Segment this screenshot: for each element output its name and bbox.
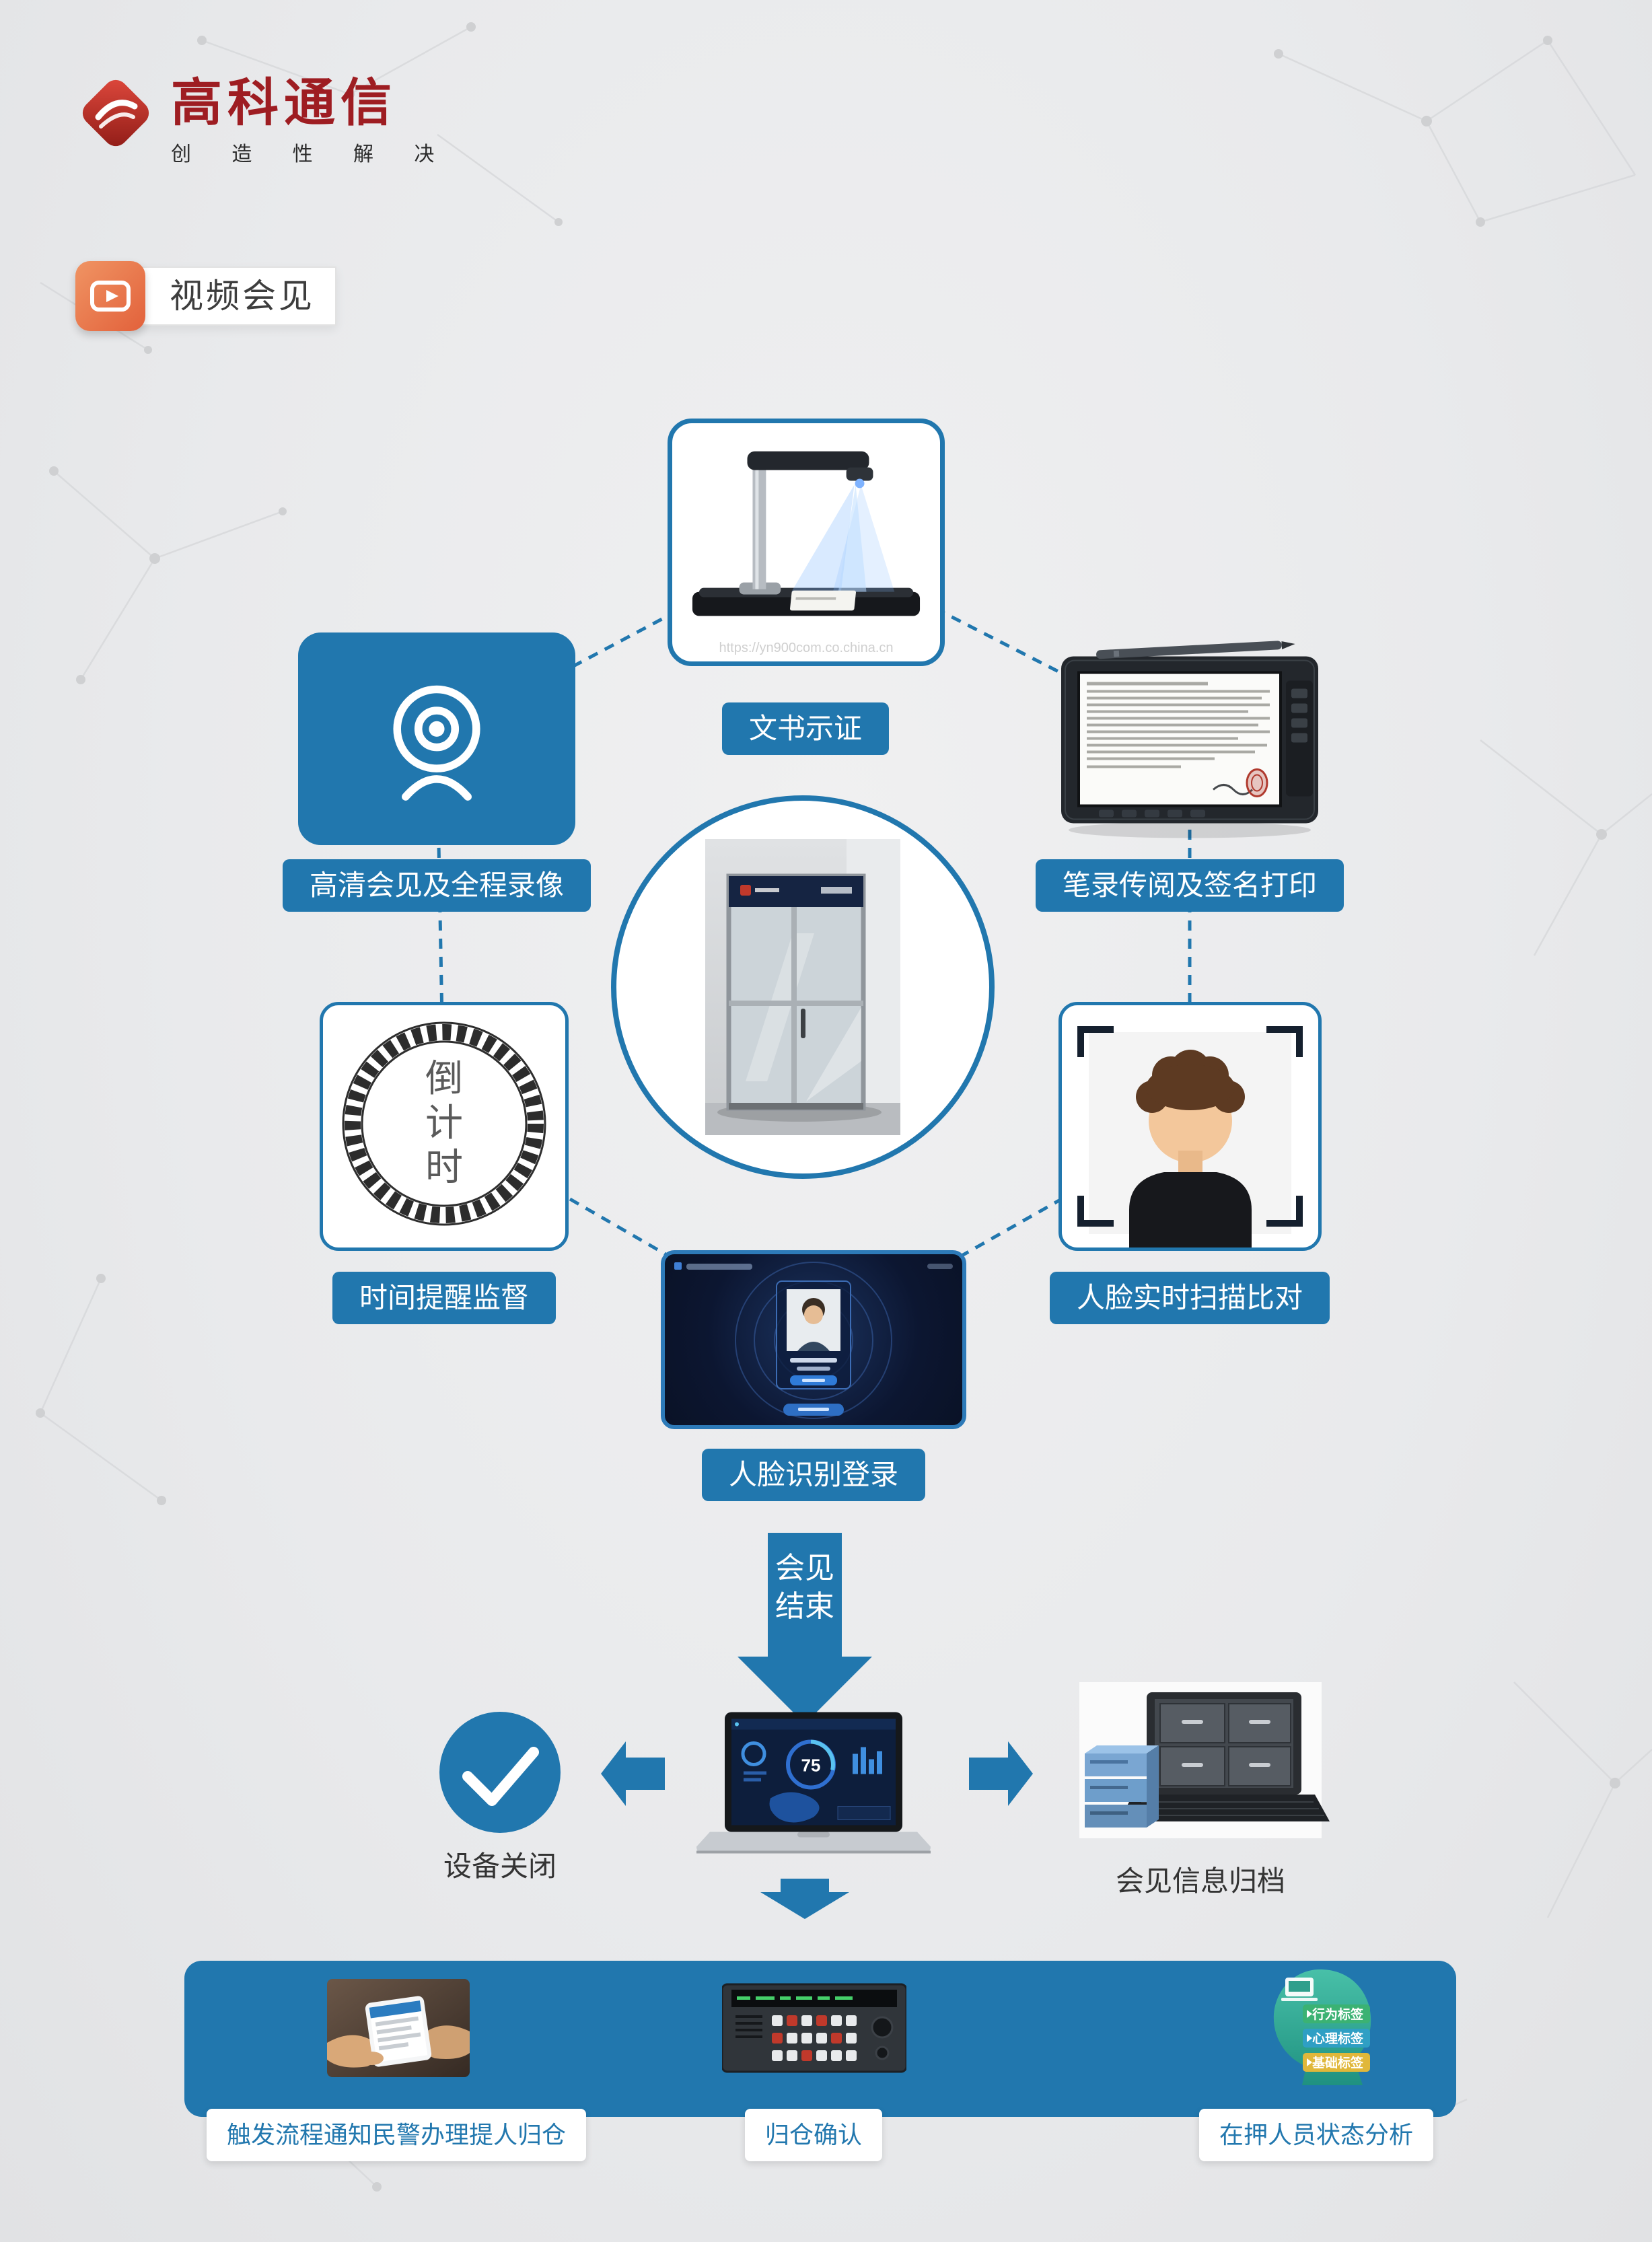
head-tag-behavior: 行为标签 <box>1312 2006 1364 2022</box>
bottom-label-notify: 触发流程通知民警办理提人归仓 <box>206 2109 587 2161</box>
meeting-booth-image <box>705 839 900 1135</box>
detainee-analysis-image: 行为标签 心理标签 基础标签 <box>1262 1965 1377 2087</box>
photo-watermark: https://yn900com.co.china.cn <box>719 641 894 655</box>
return-confirm-panel-image <box>722 1979 906 2077</box>
notify-phone-image <box>327 1978 470 2078</box>
phone-in-hands-image <box>327 1979 470 2077</box>
bottom-label-status-analysis: 在押人员状态分析 <box>1198 2109 1434 2161</box>
brand-logo-icon <box>82 79 149 147</box>
meeting-end-text: 会见结束 <box>775 1552 834 1624</box>
brand-tagline: 创 造 性 解 决 <box>171 143 452 166</box>
head-tags-image: 行为标签 心理标签 基础标签 <box>1273 1969 1371 2085</box>
brand-logo: 高科通信 创 造 性 解 决 <box>78 75 452 167</box>
head-tag-basic: 基础标签 <box>1312 2055 1364 2070</box>
brand-name: 高科通信 <box>171 75 397 132</box>
label-face-scan: 人脸实时扫描比对 <box>1049 1272 1330 1324</box>
webcam-icon <box>393 685 480 801</box>
node-countdown: 倒计时 <box>320 1002 569 1251</box>
video-meeting-icon <box>75 261 145 331</box>
node-face-scan <box>1058 1002 1322 1251</box>
label-document: 文书示证 <box>721 702 890 755</box>
hub-meeting-booth <box>611 795 995 1179</box>
control-panel-image <box>722 1983 906 2073</box>
face-login-ui-image <box>674 1262 953 1419</box>
label-hd-recording: 高清会见及全程录像 <box>282 859 591 912</box>
archive-laptop-image <box>1079 1682 1330 1838</box>
node-face-login-screen <box>661 1250 966 1429</box>
head-tag-psych: 心理标签 <box>1312 2031 1364 2046</box>
device-off-check <box>439 1712 561 1833</box>
check-icon <box>462 1747 539 1806</box>
document-scanner-image <box>692 451 921 616</box>
dashboard-laptop: 75 <box>696 1711 931 1865</box>
gauge-value: 75 <box>801 1756 821 1776</box>
bottom-label-return-confirm: 归仓确认 <box>744 2109 883 2161</box>
section-title: 视频会见 <box>135 266 336 326</box>
label-record-tablet: 笔录传阅及签名打印 <box>1035 859 1344 912</box>
caption-device-off: 设备关闭 <box>443 1850 557 1882</box>
countdown-text: 倒计时 <box>425 1058 463 1190</box>
label-time-reminder: 时间提醒监督 <box>332 1272 556 1324</box>
dashboard-laptop-image: 75 <box>696 1712 931 1854</box>
label-face-login: 人脸识别登录 <box>701 1449 926 1501</box>
caption-archive: 会见信息归档 <box>1115 1865 1286 1897</box>
archive-image <box>1066 1682 1335 1847</box>
video-play-icon <box>90 281 131 312</box>
node-hd-recording <box>298 632 575 845</box>
brand-text: 高科通信 创 造 性 解 决 <box>171 75 452 167</box>
node-record-tablet <box>1052 632 1328 844</box>
signature-tablet-image <box>1061 641 1318 838</box>
face-scan-image <box>1077 1026 1303 1247</box>
node-document-scanner: https://yn900com.co.china.cn <box>668 419 945 666</box>
